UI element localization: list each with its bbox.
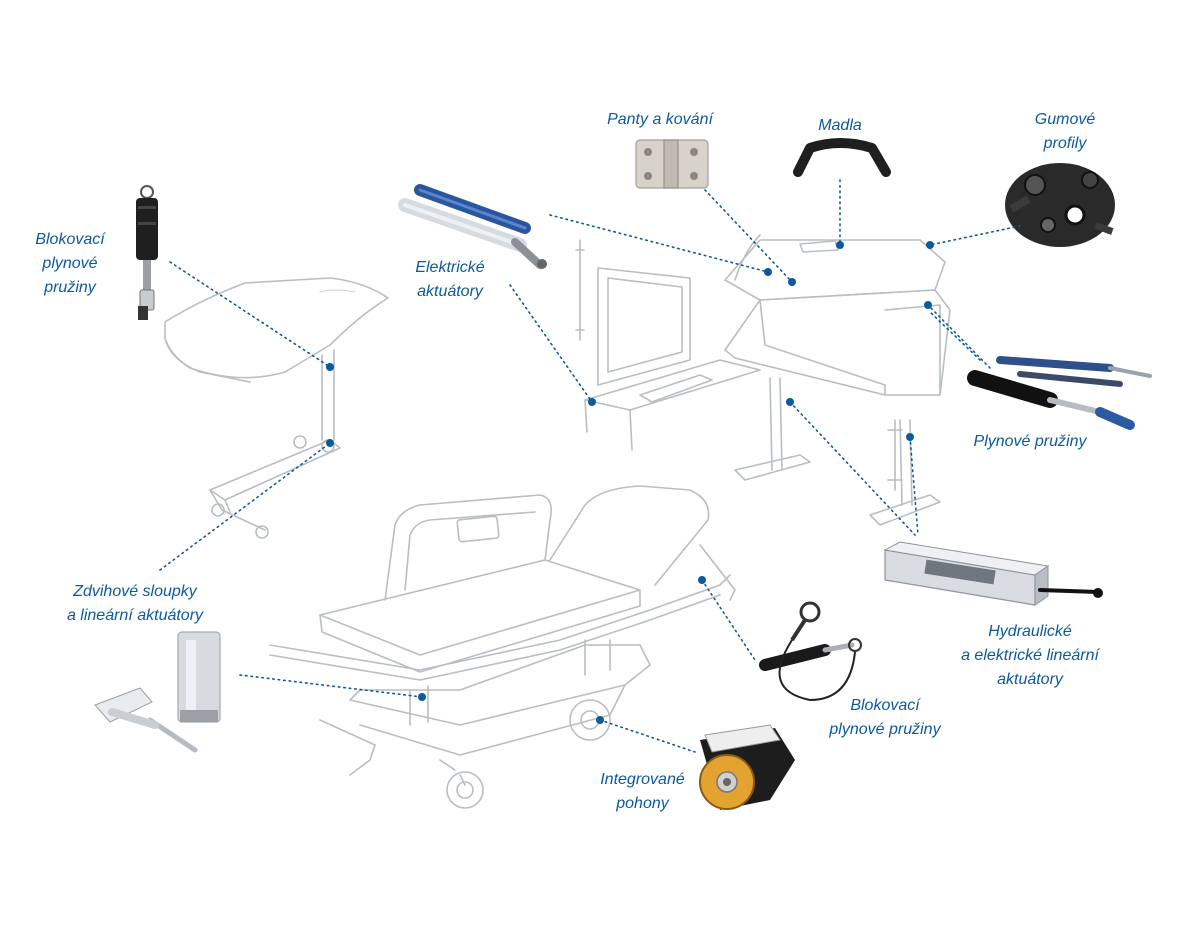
anchor-dot bbox=[788, 278, 796, 286]
anchor-dot bbox=[326, 439, 334, 447]
handle-icon bbox=[793, 138, 891, 177]
label-line: aktuátory bbox=[997, 671, 1063, 688]
anchor-dot bbox=[786, 398, 794, 406]
locking-spring-icon bbox=[759, 601, 862, 702]
leader-blokovaci-right bbox=[701, 579, 756, 661]
anchor-dot bbox=[926, 241, 934, 249]
label-line: Elektrické bbox=[415, 259, 485, 276]
label-line: pohony bbox=[616, 795, 669, 812]
gas-spring-icon bbox=[136, 185, 158, 320]
label-line: Plynové pružiny bbox=[973, 433, 1087, 450]
linear-actuator-icon bbox=[883, 541, 1103, 606]
leader-panty bbox=[704, 189, 793, 283]
label-line: plynové bbox=[42, 255, 98, 272]
anchor-dot bbox=[588, 398, 596, 406]
hinge-icon bbox=[635, 139, 709, 189]
label-madla: Madla bbox=[795, 114, 885, 138]
leader-plynove-2 bbox=[929, 311, 981, 361]
leader-integrovane bbox=[599, 719, 696, 753]
leader-plynove-1 bbox=[927, 304, 991, 369]
label-line: Hydraulické bbox=[988, 623, 1072, 640]
overbed-table-sketch bbox=[164, 277, 389, 539]
electric-actuator-icon bbox=[398, 184, 547, 269]
anchor-dot bbox=[764, 268, 772, 276]
leader-elektricke-2 bbox=[549, 214, 769, 273]
label-line: pružiny bbox=[44, 279, 96, 296]
label-gumove: Gumové profily bbox=[1010, 108, 1120, 156]
label-line: Gumové bbox=[1034, 111, 1096, 128]
label-line: plynové pružiny bbox=[829, 721, 941, 738]
anchor-dot bbox=[698, 576, 706, 584]
drive-wheel-icon bbox=[699, 724, 795, 810]
anchor-dot bbox=[596, 716, 604, 724]
label-zdvihove: Zdvihové sloupky a lineární aktuátory bbox=[45, 580, 225, 628]
rubber-profile-icon bbox=[1005, 163, 1115, 247]
label-line: Integrované bbox=[600, 771, 685, 788]
label-line: profily bbox=[1043, 135, 1087, 152]
label-line: Zdvihové sloupky bbox=[73, 583, 197, 600]
label-elektricke: Elektrické aktuátory bbox=[395, 256, 505, 304]
lifting-column-icon bbox=[94, 631, 221, 753]
label-line: Blokovací bbox=[850, 697, 920, 714]
anchor-dot bbox=[836, 241, 844, 249]
label-plynove: Plynové pružiny bbox=[955, 430, 1105, 454]
label-panty: Panty a kování bbox=[590, 108, 730, 132]
label-line: aktuátory bbox=[417, 283, 483, 300]
label-hydraulicke: Hydraulické a elektrické lineární aktuát… bbox=[940, 620, 1120, 692]
leader-blokovaci-left bbox=[169, 261, 331, 368]
leader-zdvihove-2 bbox=[239, 674, 423, 698]
label-line: a elektrické lineární bbox=[961, 647, 1099, 664]
label-blokovaci-left: Blokovací plynové pružiny bbox=[20, 228, 120, 300]
label-line: Blokovací bbox=[35, 231, 105, 248]
stretcher-sketch bbox=[269, 485, 736, 809]
leader-elektricke-1 bbox=[509, 284, 593, 403]
leader-lines bbox=[159, 179, 1021, 753]
label-blokovaci-right: Blokovací plynové pružiny bbox=[815, 694, 955, 742]
leader-gumove bbox=[929, 225, 1021, 246]
anchor-dot bbox=[906, 433, 914, 441]
workstation-sketch bbox=[575, 234, 951, 526]
anchor-dot bbox=[326, 363, 334, 371]
label-line: Madla bbox=[818, 117, 862, 134]
anchor-dot bbox=[418, 693, 426, 701]
label-line: Panty a kování bbox=[607, 111, 713, 128]
anchor-dots bbox=[326, 241, 934, 724]
gas-springs-pair-icon bbox=[967, 356, 1152, 430]
leader-hydraulicke-1 bbox=[789, 401, 916, 536]
leader-hydraulicke-2 bbox=[909, 436, 919, 536]
leader-zdvihove bbox=[159, 442, 331, 571]
anchor-dot bbox=[924, 301, 932, 309]
label-integrovane: Integrované pohony bbox=[585, 768, 700, 816]
label-line: a lineární aktuátory bbox=[66, 607, 204, 624]
